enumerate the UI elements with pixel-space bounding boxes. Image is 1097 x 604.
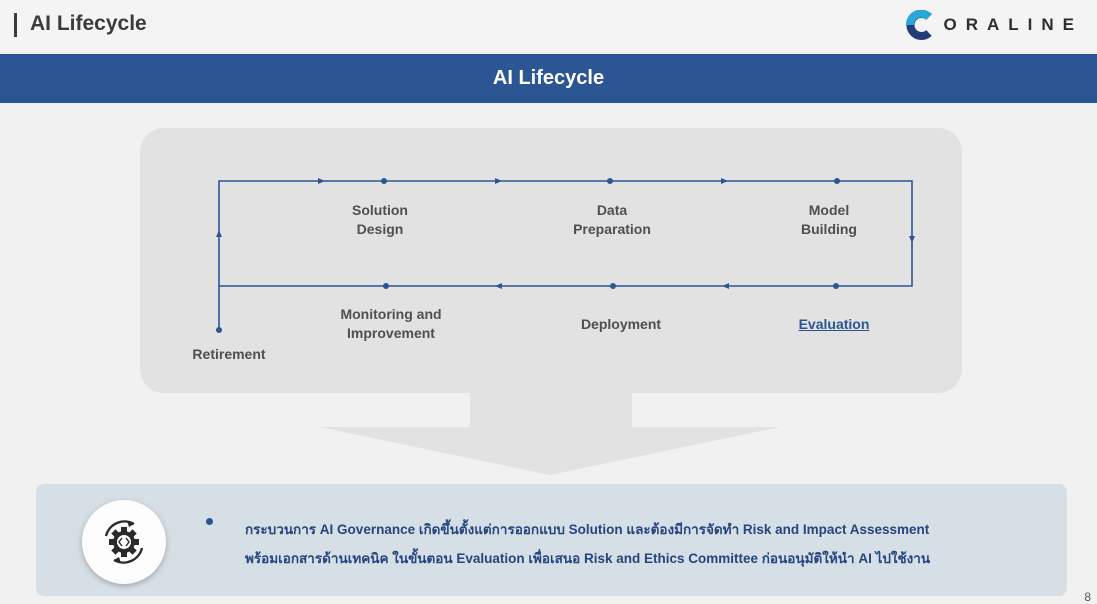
top-bar: AI Lifecycle ORALINE (0, 0, 1097, 52)
logo-text: ORALINE (943, 15, 1083, 34)
page-title: AI Lifecycle (30, 12, 147, 35)
gear-icon (104, 520, 144, 564)
gear-code-icon (82, 500, 166, 584)
step-model-building: Model Building (801, 202, 857, 237)
step-data-preparation: Data Preparation (573, 202, 651, 237)
title-marker (14, 13, 17, 37)
step-evaluation-link[interactable]: Evaluation (798, 316, 870, 332)
bullet-point (206, 518, 213, 525)
funnel-arrow (320, 393, 780, 475)
section-banner: AI Lifecycle (0, 54, 1097, 103)
page-number: 8 (1084, 590, 1091, 604)
logo-c-icon (905, 10, 932, 40)
step-solution-design: Solution Design (352, 202, 408, 237)
step-deployment: Deployment (580, 316, 662, 332)
info-text-line-2: พร้อมเอกสารด้านเทคนิค ในขั้นตอน Evaluati… (245, 551, 931, 566)
step-retirement: Retirement (192, 346, 266, 362)
coraline-logo: ORALINE (905, 9, 1084, 41)
governance-info-box (36, 484, 1067, 596)
info-text-line-1: กระบวนการ AI Governance เกิดขึ้นตั้งแต่ก… (245, 522, 930, 537)
step-monitoring-improvement: Monitoring and Improvement (340, 306, 442, 341)
